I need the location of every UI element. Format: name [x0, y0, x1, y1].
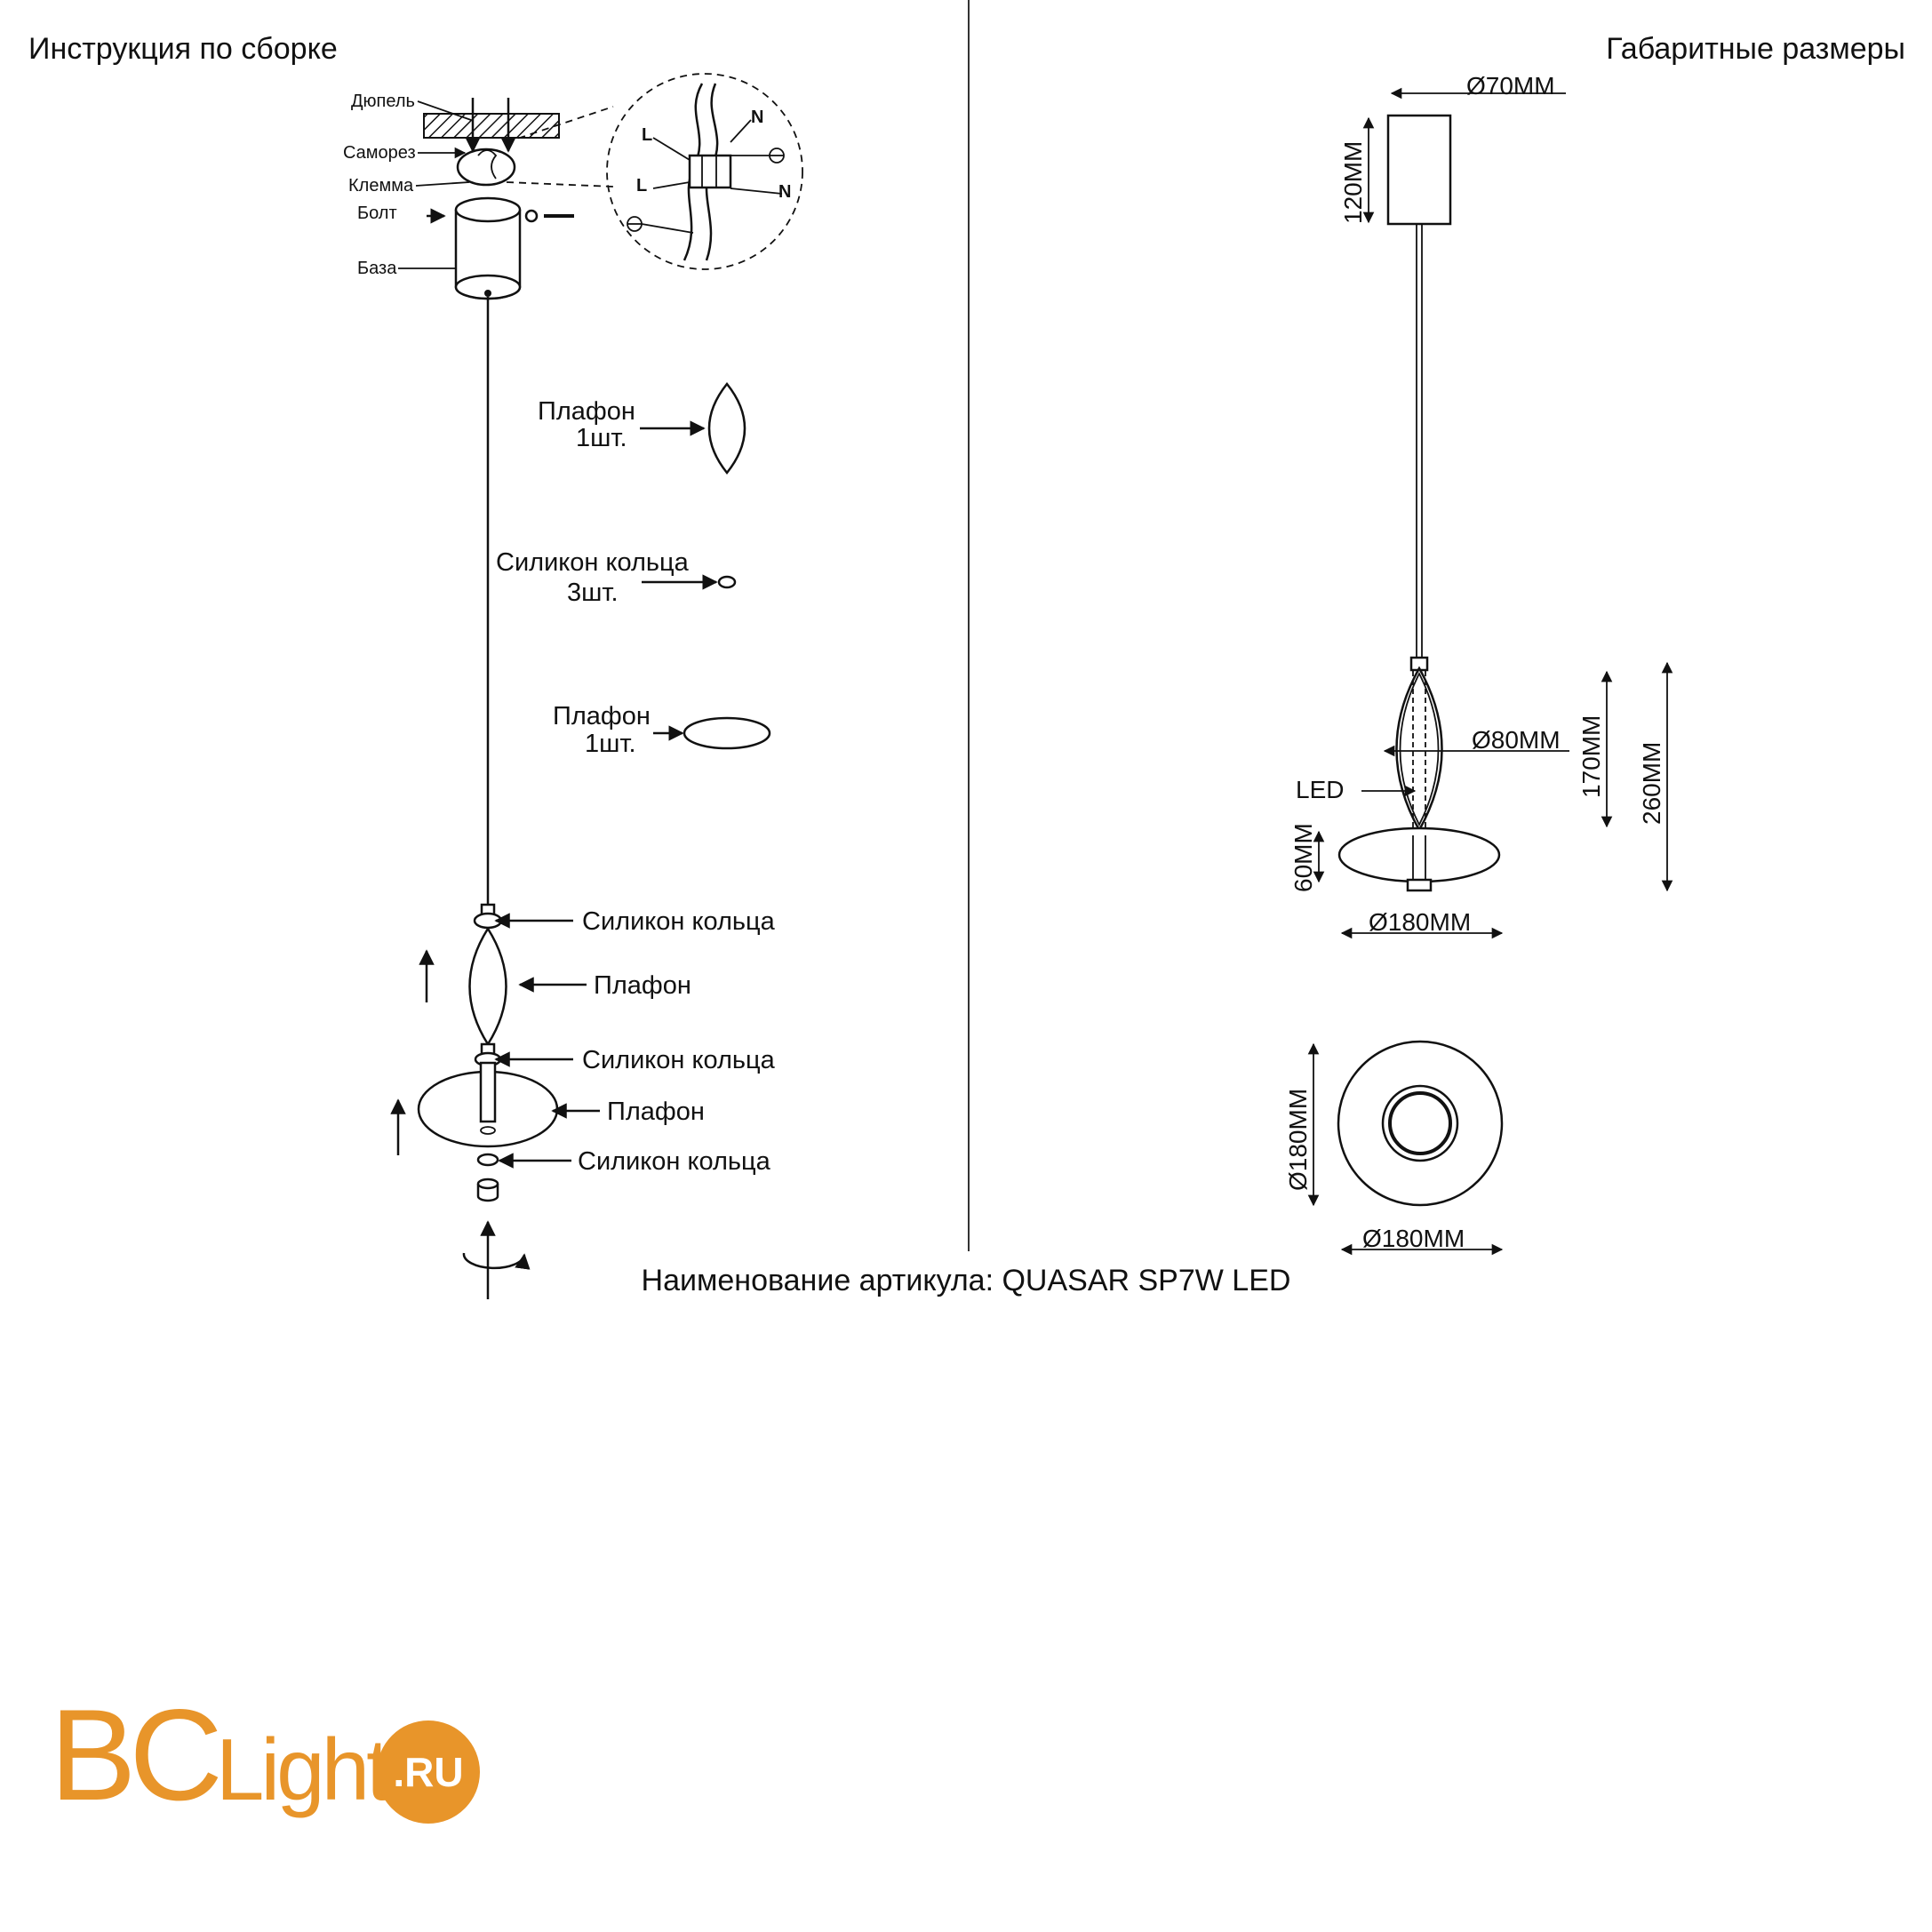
bclight-logo: BCLight .RU: [50, 1689, 512, 1840]
wire-label-n: N: [778, 182, 791, 202]
silicone-ring-part: [717, 575, 737, 589]
label-dowel: Дюпель: [351, 92, 415, 111]
cable-entry: [484, 290, 491, 297]
logo-letter-b: B: [50, 1682, 136, 1827]
ground-wire: [641, 223, 694, 234]
leader-dowel: [417, 100, 472, 121]
terminal-block-icon: [688, 154, 732, 189]
label-screw: Саморез: [343, 143, 416, 163]
dim-label-canopy-diameter: Ø70MM: [1466, 72, 1555, 100]
silicone-ring-bottom: [476, 1153, 499, 1167]
assembly-diagram: L N L N Дюпель Саморез Клемма Болт База …: [343, 73, 803, 1299]
label-terminal: Клемма: [348, 176, 414, 196]
led-label: LED: [1296, 776, 1344, 803]
oval-shade-outline: [1395, 666, 1443, 833]
label-shade-2-qty: 1шт.: [585, 730, 636, 758]
wire-l-top: [652, 137, 691, 161]
dim-label-top-view-width: Ø180MM: [1362, 1225, 1465, 1252]
mounting-plate: [456, 148, 516, 187]
oval-shade-part: [707, 381, 746, 475]
detail-leader: [506, 181, 614, 188]
wire-label-l: L: [642, 125, 652, 145]
bolt-head-icon: [524, 209, 539, 223]
canopy-outline: [1386, 114, 1452, 226]
wire-n-top: [730, 119, 752, 143]
end-cap-top: [476, 1178, 499, 1190]
top-view-shade: [1381, 1084, 1459, 1162]
bottom-cap: [1406, 878, 1433, 892]
label-ring-a: Силикон кольца: [582, 907, 776, 936]
label-shade-1-qty: 1шт.: [576, 424, 627, 452]
dim-label-canopy-height: 120MM: [1339, 141, 1367, 224]
dim-label-total-height: 260MM: [1638, 742, 1665, 825]
logo-wordmark: BCLight: [50, 1689, 391, 1836]
article-name: Наименование артикула: QUASAR SP7W LED: [641, 1264, 1291, 1297]
top-view-shade-inner: [1388, 1091, 1452, 1155]
oval-shade-assembled: [468, 926, 507, 1047]
dim-label-shade-diameter: Ø80MM: [1472, 726, 1561, 754]
logo-light: Light: [215, 1720, 391, 1818]
dimensions-title: Габаритные размеры: [1606, 32, 1905, 66]
label-rings: Силикон кольца: [496, 548, 690, 577]
base-top: [454, 196, 522, 223]
dim-label-disc-height: 60MM: [1289, 823, 1317, 892]
wire-label-n: N: [751, 108, 763, 127]
disc-outline: [1337, 826, 1501, 883]
stem-hole: [480, 1126, 496, 1135]
rotate-icon: [462, 1252, 531, 1270]
disc-shade-part: [683, 716, 771, 750]
detail-leader: [506, 106, 614, 143]
wire-l-bottom: [652, 181, 691, 189]
label-base: База: [357, 259, 397, 278]
oval-shade-inner: [1399, 672, 1440, 826]
label-ring-c: Силикон кольца: [578, 1147, 771, 1176]
dim-label-top-view-height: Ø180MM: [1284, 1089, 1312, 1191]
logo-ru-badge: .RU: [377, 1720, 480, 1824]
wire-n-bottom: [730, 188, 783, 195]
dimension-drawing: Ø70MM 120MM Ø80MM LED 170MM 260MM 60MM Ø…: [1284, 72, 1673, 1256]
label-bolt: Болт: [357, 204, 397, 223]
label-shade-a: Плафон: [594, 971, 691, 1000]
terminal-wire: [477, 149, 498, 180]
assembly-instructions-title: Инструкция по сборке: [28, 32, 338, 66]
dim-label-shade-height: 170MM: [1577, 715, 1605, 798]
ceiling-hatch: [423, 113, 560, 139]
label-ring-b: Силикон кольца: [582, 1046, 776, 1074]
label-shade-1: Плафон: [538, 397, 635, 426]
led-stem: [479, 1061, 497, 1123]
leader-terminal: [415, 181, 470, 187]
label-shade-2: Плафон: [553, 702, 651, 730]
label-rings-qty: 3шт.: [567, 579, 619, 607]
wire-label-l: L: [636, 176, 647, 196]
dim-label-disc-diameter: Ø180MM: [1369, 908, 1471, 936]
wiring-detail-circle: [606, 73, 803, 270]
section-divider: [968, 0, 970, 1251]
logo-letter-c: C: [129, 1682, 222, 1827]
label-shade-b: Плафон: [607, 1098, 705, 1126]
